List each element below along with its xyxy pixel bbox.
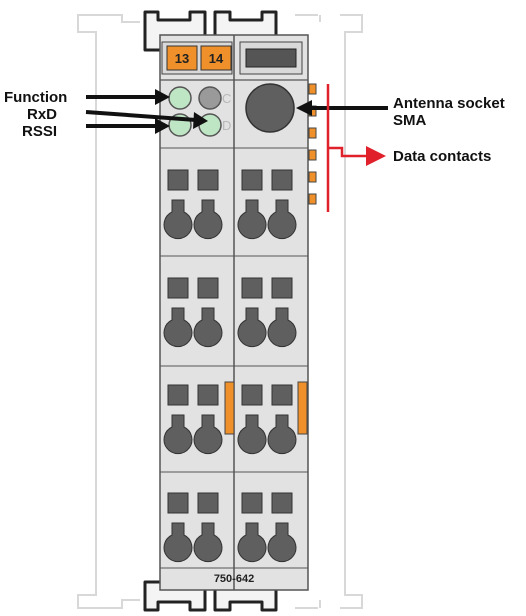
clamp-release-button xyxy=(271,492,293,514)
callout-arrows xyxy=(85,89,388,134)
clamp-release-button xyxy=(197,492,219,514)
wire-entry-hole xyxy=(163,414,193,455)
clamp-release-button xyxy=(241,169,263,191)
label-rssi: RSSI xyxy=(22,123,57,140)
marker-slot xyxy=(239,41,303,75)
led-c-letter: C xyxy=(222,91,231,106)
led-c xyxy=(198,86,222,110)
wire-entry-hole xyxy=(163,199,193,240)
label-data-contacts: Data contacts xyxy=(393,148,491,165)
clamp-release-button xyxy=(197,277,219,299)
clamp-release-button xyxy=(197,169,219,191)
wire-entry-hole xyxy=(193,522,223,563)
label-rxd: RxD xyxy=(27,106,57,123)
terminal-13-label: 13 xyxy=(175,51,189,66)
wire-entry-hole xyxy=(267,522,297,563)
terminal-rows xyxy=(163,169,297,563)
clamp-release-button xyxy=(271,277,293,299)
antenna-socket xyxy=(245,83,295,133)
wire-entry-hole xyxy=(267,307,297,348)
clamp-release-button xyxy=(241,277,263,299)
model-number: 750-642 xyxy=(214,573,254,585)
label-function: Function xyxy=(4,89,67,106)
wire-entry-hole xyxy=(193,307,223,348)
clamp-release-button xyxy=(167,277,189,299)
led-d-letter: D xyxy=(222,118,231,133)
power-jumper-contacts xyxy=(224,381,308,435)
clamp-release-button xyxy=(241,384,263,406)
status-leds: C D xyxy=(168,86,231,137)
wire-entry-hole xyxy=(163,307,193,348)
led-rxd xyxy=(198,113,222,137)
clamp-release-button xyxy=(271,384,293,406)
data-contacts-callout xyxy=(326,84,386,212)
wire-entry-hole xyxy=(193,199,223,240)
wire-entry-hole xyxy=(193,414,223,455)
clamp-release-button xyxy=(271,169,293,191)
terminal-14-tag xyxy=(200,45,232,71)
clamp-release-button xyxy=(197,384,219,406)
label-antenna-socket: Antenna socket xyxy=(393,95,505,112)
label-antenna-sma: SMA xyxy=(393,112,427,129)
din-rail-outline xyxy=(77,14,363,609)
wire-entry-hole xyxy=(237,414,267,455)
clamp-release-button xyxy=(167,384,189,406)
wire-entry-hole xyxy=(237,522,267,563)
wire-entry-hole xyxy=(237,307,267,348)
wire-entry-hole xyxy=(267,414,297,455)
wire-entry-hole xyxy=(163,522,193,563)
terminal-markers: 13 14 xyxy=(161,41,233,75)
clamp-release-button xyxy=(241,492,263,514)
terminal-14-label: 14 xyxy=(209,51,224,66)
led-function xyxy=(168,86,192,110)
wire-entry-hole xyxy=(237,199,267,240)
terminal-13-tag xyxy=(166,45,198,71)
clamp-release-button xyxy=(167,169,189,191)
wire-entry-hole xyxy=(267,199,297,240)
clamp-release-button xyxy=(167,492,189,514)
